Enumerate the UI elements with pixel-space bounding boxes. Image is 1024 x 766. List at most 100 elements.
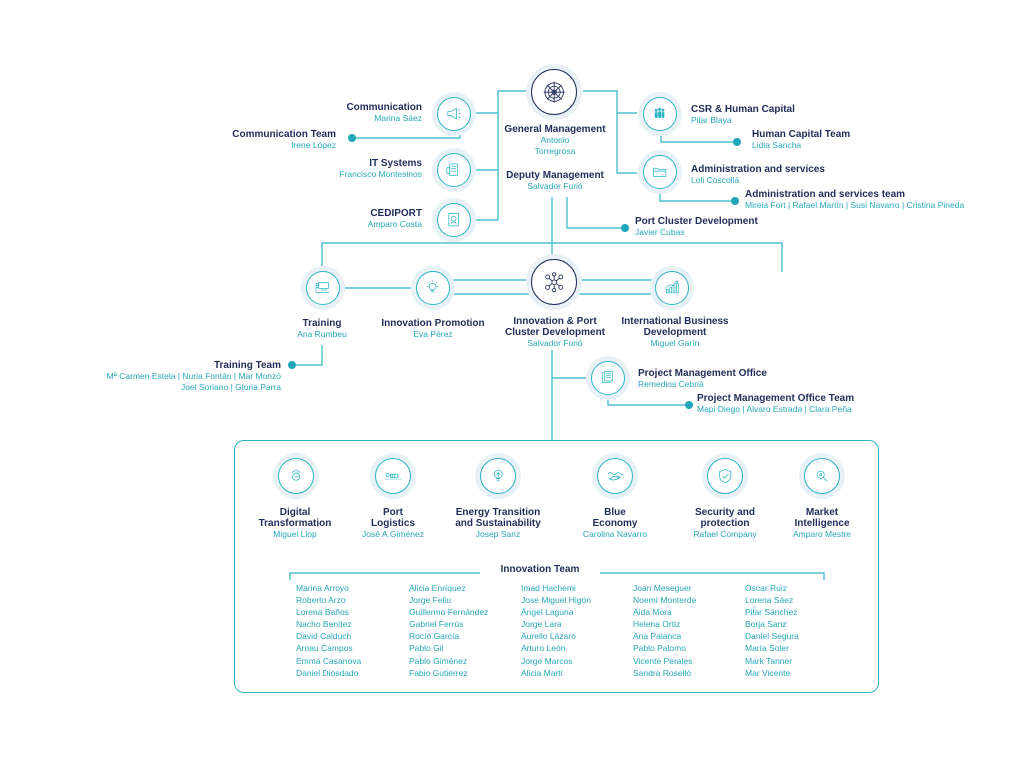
area-title-2-line-2: Logistics — [371, 518, 415, 529]
human-capital-team-dot — [733, 138, 741, 146]
folder-icon — [638, 150, 682, 194]
administration-name: Loli Coscollá — [691, 175, 740, 185]
digital-transformation-icon — [273, 453, 319, 499]
area-name-2: José A.Giménez — [362, 529, 424, 539]
communication-team-title: Communication Team — [232, 129, 336, 140]
innovation-team-member: Fabio Gutiérrez — [409, 667, 468, 678]
area-name-6: Amparo Mestre — [792, 529, 852, 539]
it-systems-name: Francisco Montesinos — [339, 169, 422, 179]
training-icon — [301, 266, 345, 310]
communication-title: Communication — [346, 102, 422, 113]
innovation-team-title: Innovation Team — [500, 564, 580, 575]
human-capital-team-name: Lidia Sancha — [752, 140, 802, 150]
innovation-team-member: Roberto Arzo — [296, 595, 346, 606]
area-title-1-line-1: Digital — [279, 507, 311, 518]
innovation-team-member: Arturo León — [521, 643, 566, 654]
port-cluster-title: Port Cluster Development — [635, 216, 758, 227]
innovation-team-member: Marina Arroyo — [296, 583, 349, 593]
energy-bulb-icon — [475, 453, 521, 499]
training-team-names-2: Joel Soriano | Gloria Parra — [180, 382, 281, 392]
innovation-team-member: Noemí Monterde — [633, 595, 697, 606]
lightbulb-icon — [411, 266, 455, 310]
pmo-name: Remedios Cebriá — [638, 379, 704, 389]
area-name-3: Josep Sanz — [475, 529, 521, 539]
innovation-team-member: Mar Vicente — [745, 667, 791, 678]
innovation-team-member: Ángel Laguna — [521, 607, 574, 618]
general-management-name-1: Antonio — [540, 135, 570, 145]
area-title-3-line-2: and Sustainability — [455, 518, 541, 529]
pmo-team-names: Mapi Diego | Alvaro Estrada | Clara Peña — [697, 404, 852, 414]
network-icon — [526, 254, 582, 310]
csr-title: CSR & Human Capital — [691, 104, 795, 115]
innovation-team-member: Daniel Diosdado — [296, 667, 359, 678]
pmo-team-title: Project Management Office Team — [697, 393, 855, 404]
area-name-1: Miguel Llop — [273, 529, 317, 539]
innovation-team-member: Jorge Lara — [521, 619, 562, 630]
people-icon — [638, 92, 682, 136]
innovation-team-member: Aida Mora — [633, 607, 672, 618]
area-title-6-line-1: Market — [805, 507, 839, 518]
innovation-team-member: Mark Tanner — [745, 655, 793, 666]
innovation-cluster-title-1: Innovation & Port — [513, 316, 597, 327]
innovation-team-member: Lorena Baños — [296, 607, 349, 618]
growth-chart-icon — [650, 266, 694, 310]
innovation-team-member: Jorge Marcos — [521, 655, 573, 666]
area-title-4-line-2: Economy — [592, 518, 638, 529]
area-title-1-line-2: Transformation — [258, 518, 332, 529]
administration-title: Administration and services — [691, 164, 825, 175]
innovation-promotion-name: Eva Pérez — [413, 329, 453, 339]
innovation-team-member: Gabriel Ferrús — [409, 619, 464, 630]
port-logistics-icon — [370, 453, 416, 499]
innovation-team-member: Pilar Sánchez — [745, 607, 798, 618]
training-title: Training — [302, 318, 342, 329]
general-management-title: General Management — [504, 124, 606, 135]
pmo-team-dot — [685, 401, 693, 409]
cediport-title: CEDIPORT — [370, 208, 422, 219]
innovation-team-member: Nacho Benítez — [296, 619, 352, 630]
innovation-cluster-title-2: Cluster Development — [504, 327, 606, 338]
innovation-team-member: Arnau Campos — [296, 643, 353, 654]
innovation-team-member: María Soler — [745, 643, 789, 654]
csr-name: Pilar Blaya — [691, 115, 732, 125]
international-title-1: International Business — [621, 316, 729, 327]
innovation-team-member: Joan Meseguer — [633, 583, 692, 593]
area-title-4-line-1: Blue — [604, 507, 626, 518]
innovation-team-member: Ana Palanca — [633, 631, 682, 642]
training-team-title: Training Team — [213, 360, 281, 371]
area-name-4: Carolina Navarro — [582, 529, 648, 539]
innovation-team-member: Jose Miguel Higón — [521, 595, 591, 606]
innovation-areas-box — [234, 440, 879, 693]
area-name-5: Rafael Company — [693, 529, 757, 539]
innovation-cluster-name: Salvador Furió — [527, 338, 583, 348]
cediport-icon — [432, 198, 476, 242]
area-title-5-line-1: Security and — [694, 507, 756, 518]
area-title-3-line-1: Energy Transition — [455, 507, 541, 518]
administration-team-dot — [731, 197, 739, 205]
innovation-team-member: Óscar Ruiz — [745, 583, 788, 593]
area-title-6-line-2: Intelligence — [794, 518, 850, 529]
innovation-team-member: David Calduch — [296, 631, 352, 642]
port-cluster-name: Javier Cubas — [635, 227, 685, 237]
training-name: Ana Rumbeu — [297, 329, 347, 339]
communication-name: Marina Sáez — [374, 113, 422, 123]
area-title-2-line-1: Port — [383, 507, 403, 518]
innovation-team-member: Emma Casanova — [296, 655, 362, 666]
pmo-title: Project Management Office — [638, 368, 767, 379]
innovation-team-member: Pablo Giménez — [409, 655, 468, 666]
communication-team-name: Irene López — [291, 140, 336, 150]
innovation-team-member: Alicia Enríquez — [409, 583, 466, 593]
megaphone-icon — [432, 92, 476, 136]
communication-team-dot — [348, 134, 356, 142]
general-management-icon — [526, 64, 582, 120]
innovation-team-member: Imad Hachemi — [521, 583, 576, 593]
administration-team-title: Administration and services team — [745, 189, 906, 200]
innovation-team-member: Pablo Palomo — [633, 643, 686, 654]
deputy-management-title: Deputy Management — [506, 170, 604, 181]
deputy-management-name: Salvador Furió — [527, 181, 583, 191]
innovation-team-member: Guillermo Fernández — [409, 607, 489, 618]
international-name: Miguel Garín — [650, 338, 700, 348]
